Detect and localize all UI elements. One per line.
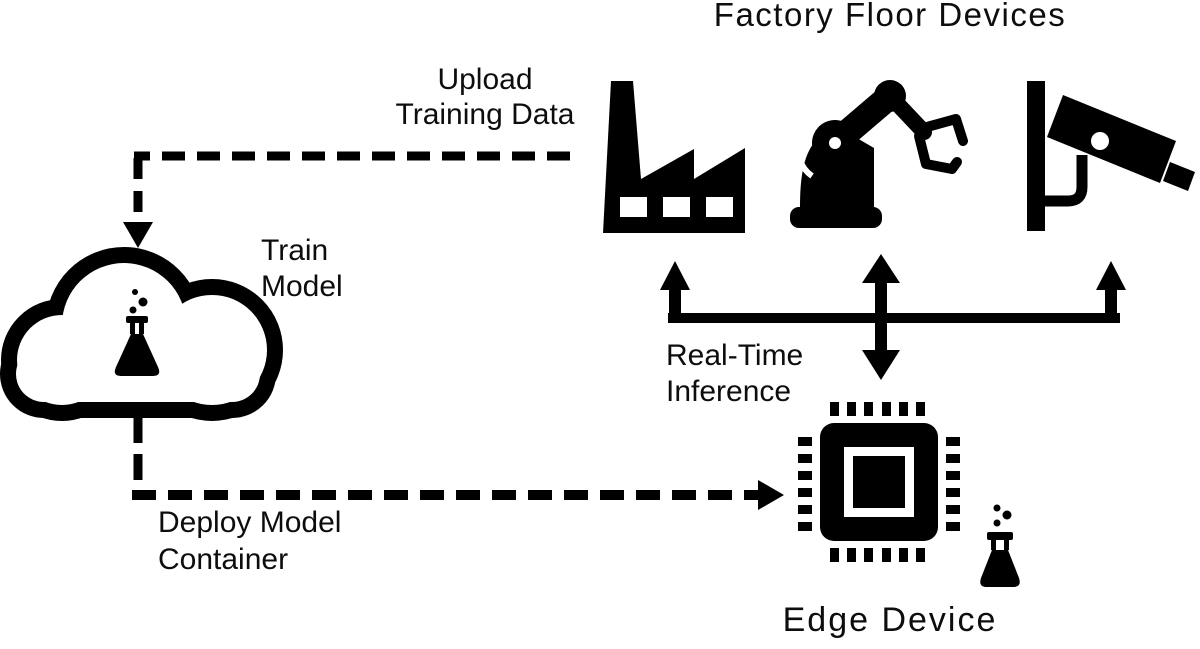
train-model-label-line2: Model [261,270,343,303]
train-model-label-line1: Train [261,234,329,267]
page-title: Factory Floor Devices [713,0,1067,33]
security-camera-icon [1027,81,1195,231]
experiment-flask-icon [114,289,160,376]
cloud-icon [0,247,283,421]
real-time-inference-label: Real-Time Inference [666,338,803,410]
train-model-label: Train Model [261,233,343,305]
deploy-label-line2: Container [158,543,289,576]
deploy-dashed-arrow [132,417,784,510]
upload-label-line1: Upload [437,63,533,96]
cpu-chip-icon [798,402,960,562]
experiment-flask-icon [980,504,1020,587]
upload-training-data-label: Upload Training Data [330,62,640,132]
edge-device-label: Edge Device [782,601,998,639]
upload-dashed-arrow [123,151,570,248]
inference-label-line2: Inference [666,375,792,408]
deploy-model-container-label: Deploy Model Container [158,504,341,578]
robot-arm-icon [790,80,968,228]
inference-label-line1: Real-Time [666,339,804,372]
upload-label-line2: Training Data [395,98,575,131]
inference-arrows [660,254,1126,380]
factory-icon [603,81,745,233]
deploy-label-line1: Deploy Model [158,506,342,539]
